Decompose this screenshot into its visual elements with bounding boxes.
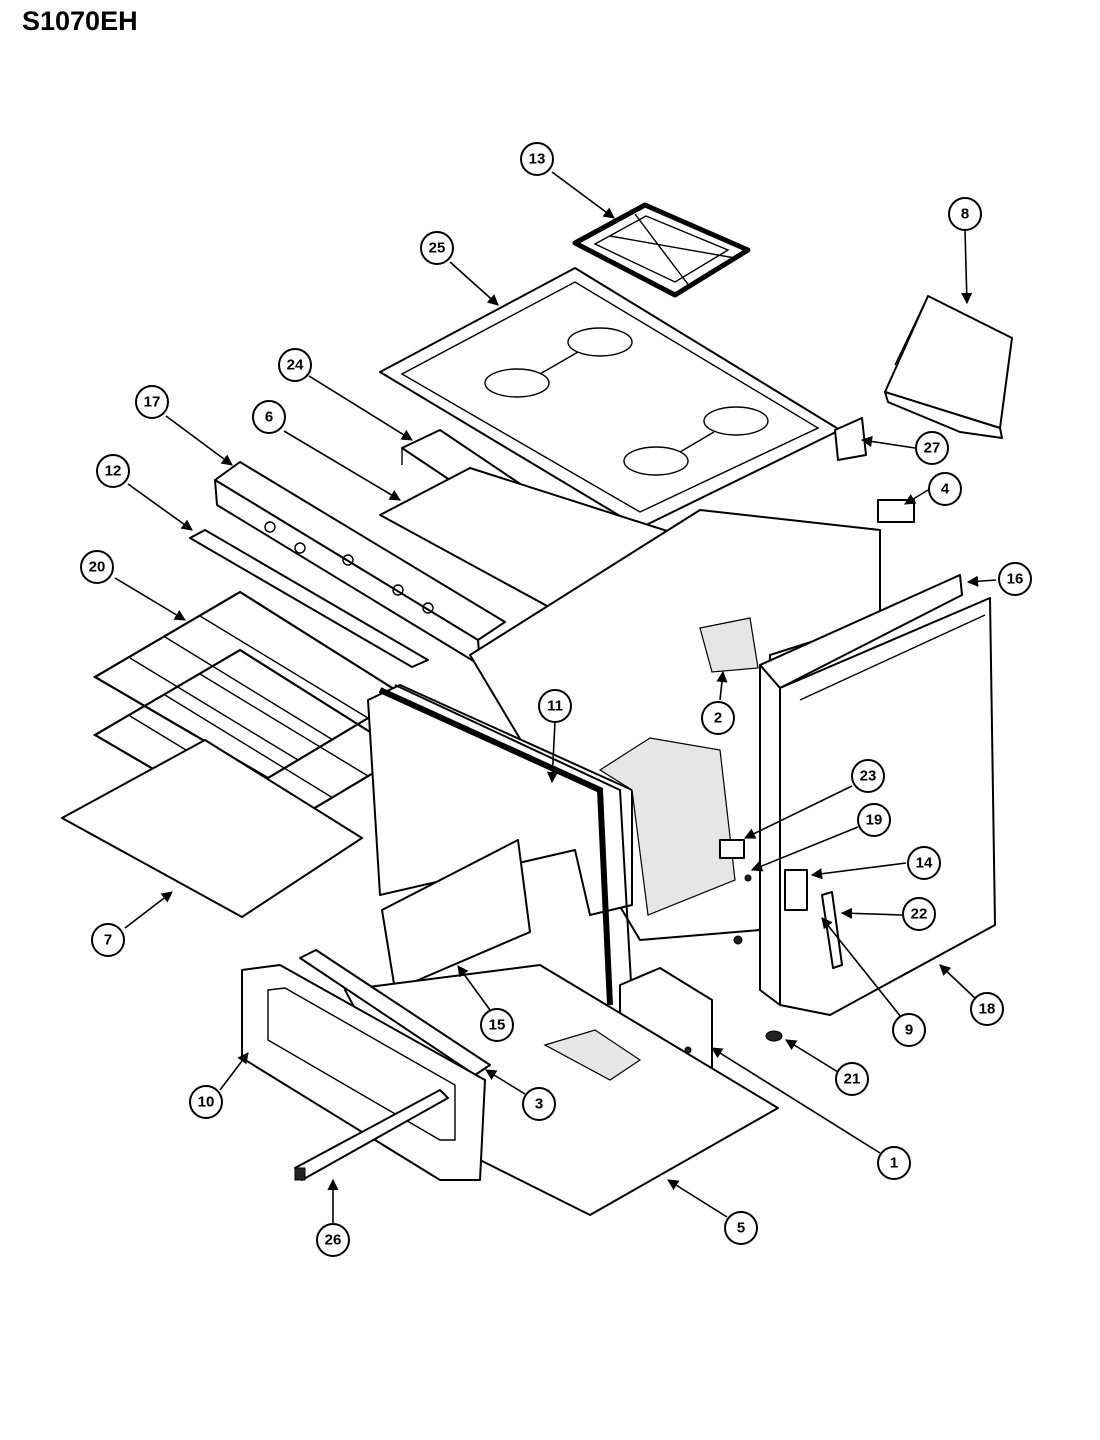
callout-25: 25 bbox=[420, 231, 454, 265]
callout-26: 26 bbox=[316, 1223, 350, 1257]
part-27-small bbox=[834, 417, 867, 461]
callout-10: 10 bbox=[189, 1085, 223, 1119]
callout-21: 21 bbox=[835, 1062, 869, 1096]
callout-15: 15 bbox=[480, 1008, 514, 1042]
callout-27: 27 bbox=[915, 431, 949, 465]
part-rail bbox=[189, 529, 429, 668]
part-oven-liner bbox=[367, 684, 736, 1006]
svg-text:25: 25 bbox=[429, 240, 446, 257]
callout-11: 11 bbox=[538, 689, 572, 723]
leader-lines bbox=[114, 171, 997, 1223]
callout-5: 5 bbox=[724, 1211, 758, 1245]
svg-text:20: 20 bbox=[89, 559, 106, 576]
callout-9: 9 bbox=[892, 1013, 926, 1047]
svg-text:27: 27 bbox=[924, 440, 941, 457]
svg-text:23: 23 bbox=[860, 768, 877, 785]
part-cooktop bbox=[379, 267, 841, 529]
part-bake-shield bbox=[381, 839, 531, 991]
svg-text:6: 6 bbox=[265, 409, 273, 426]
callout-17: 17 bbox=[135, 385, 169, 419]
callout-6: 6 bbox=[252, 400, 286, 434]
part-4-small bbox=[877, 499, 915, 523]
svg-text:11: 11 bbox=[547, 698, 563, 715]
part-vent-trim bbox=[884, 295, 1013, 439]
callout-24: 24 bbox=[278, 348, 312, 382]
part-grate bbox=[572, 202, 751, 298]
svg-text:24: 24 bbox=[287, 357, 304, 374]
callout-2: 2 bbox=[701, 701, 735, 735]
svg-text:5: 5 bbox=[737, 1220, 745, 1237]
svg-text:26: 26 bbox=[325, 1232, 342, 1249]
callout-13: 13 bbox=[520, 142, 554, 176]
svg-text:21: 21 bbox=[844, 1071, 861, 1088]
svg-text:12: 12 bbox=[105, 463, 122, 480]
callout-20: 20 bbox=[80, 550, 114, 584]
part-oven-bottom bbox=[61, 739, 363, 918]
svg-text:22: 22 bbox=[911, 906, 928, 923]
svg-text:3: 3 bbox=[535, 1096, 543, 1113]
callout-18: 18 bbox=[970, 992, 1004, 1026]
callout-14: 14 bbox=[907, 846, 941, 880]
svg-text:14: 14 bbox=[916, 855, 933, 872]
svg-text:9: 9 bbox=[905, 1022, 913, 1039]
part-drawer-slide bbox=[294, 1089, 449, 1181]
svg-text:10: 10 bbox=[198, 1094, 215, 1111]
svg-text:13: 13 bbox=[529, 151, 546, 168]
svg-text:18: 18 bbox=[979, 1001, 996, 1018]
callout-23: 23 bbox=[851, 759, 885, 793]
svg-text:17: 17 bbox=[144, 394, 161, 411]
svg-text:19: 19 bbox=[866, 812, 883, 829]
callout-7: 7 bbox=[91, 923, 125, 957]
svg-text:8: 8 bbox=[961, 206, 969, 223]
callout-22: 22 bbox=[902, 897, 936, 931]
part-bracket bbox=[299, 949, 491, 1076]
svg-text:4: 4 bbox=[941, 481, 950, 498]
svg-text:16: 16 bbox=[1007, 571, 1024, 588]
svg-text:1: 1 bbox=[890, 1155, 898, 1172]
diagram-title: S1070EH bbox=[22, 6, 138, 36]
svg-text:15: 15 bbox=[489, 1017, 506, 1034]
callout-16: 16 bbox=[998, 562, 1032, 596]
svg-text:2: 2 bbox=[714, 710, 722, 727]
callout-1: 1 bbox=[877, 1146, 911, 1180]
callout-12: 12 bbox=[96, 454, 130, 488]
callout-19: 19 bbox=[857, 803, 891, 837]
part-insulation bbox=[699, 617, 759, 673]
callout-8: 8 bbox=[948, 197, 982, 231]
part-leveling-leg bbox=[765, 1030, 783, 1042]
svg-text:7: 7 bbox=[104, 932, 112, 949]
callout-4: 4 bbox=[928, 472, 962, 506]
callout-3: 3 bbox=[522, 1087, 556, 1121]
